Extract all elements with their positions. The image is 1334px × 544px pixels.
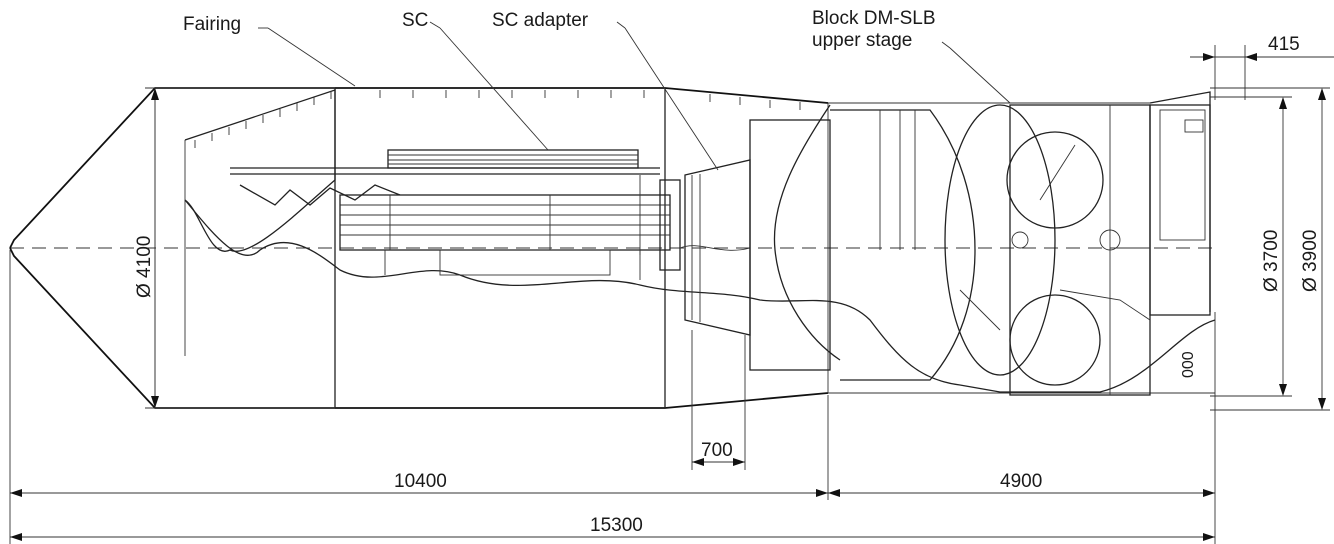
dim-stage-length: 4900 — [1000, 471, 1042, 492]
dim-offset-top: 415 — [1268, 34, 1300, 55]
label-sc: SC — [402, 10, 428, 31]
dim-total-length: 15300 — [590, 515, 643, 536]
dim-fairing-length: 10400 — [394, 471, 447, 492]
upper-stage — [749, 104, 1211, 396]
fairing-fasteners — [194, 90, 801, 148]
dim-fairing-diameter: Ø 4100 — [134, 236, 155, 298]
dim-adapter-length: 700 — [701, 440, 733, 461]
dim-stage-outer-diameter: Ø 3900 — [1300, 230, 1321, 292]
dimension-lines — [9, 45, 1334, 544]
label-upper-stage-line1: Block DM-SLB — [812, 8, 936, 29]
side-mark: 000 — [1180, 351, 1197, 378]
label-fairing: Fairing — [183, 14, 241, 35]
spacecraft — [230, 149, 681, 280]
leader-lines — [258, 21, 1011, 171]
label-upper-stage-line2: upper stage — [812, 30, 912, 51]
label-sc-adapter: SC adapter — [492, 10, 589, 31]
dim-stage-inner-diameter: Ø 3700 — [1261, 230, 1282, 292]
